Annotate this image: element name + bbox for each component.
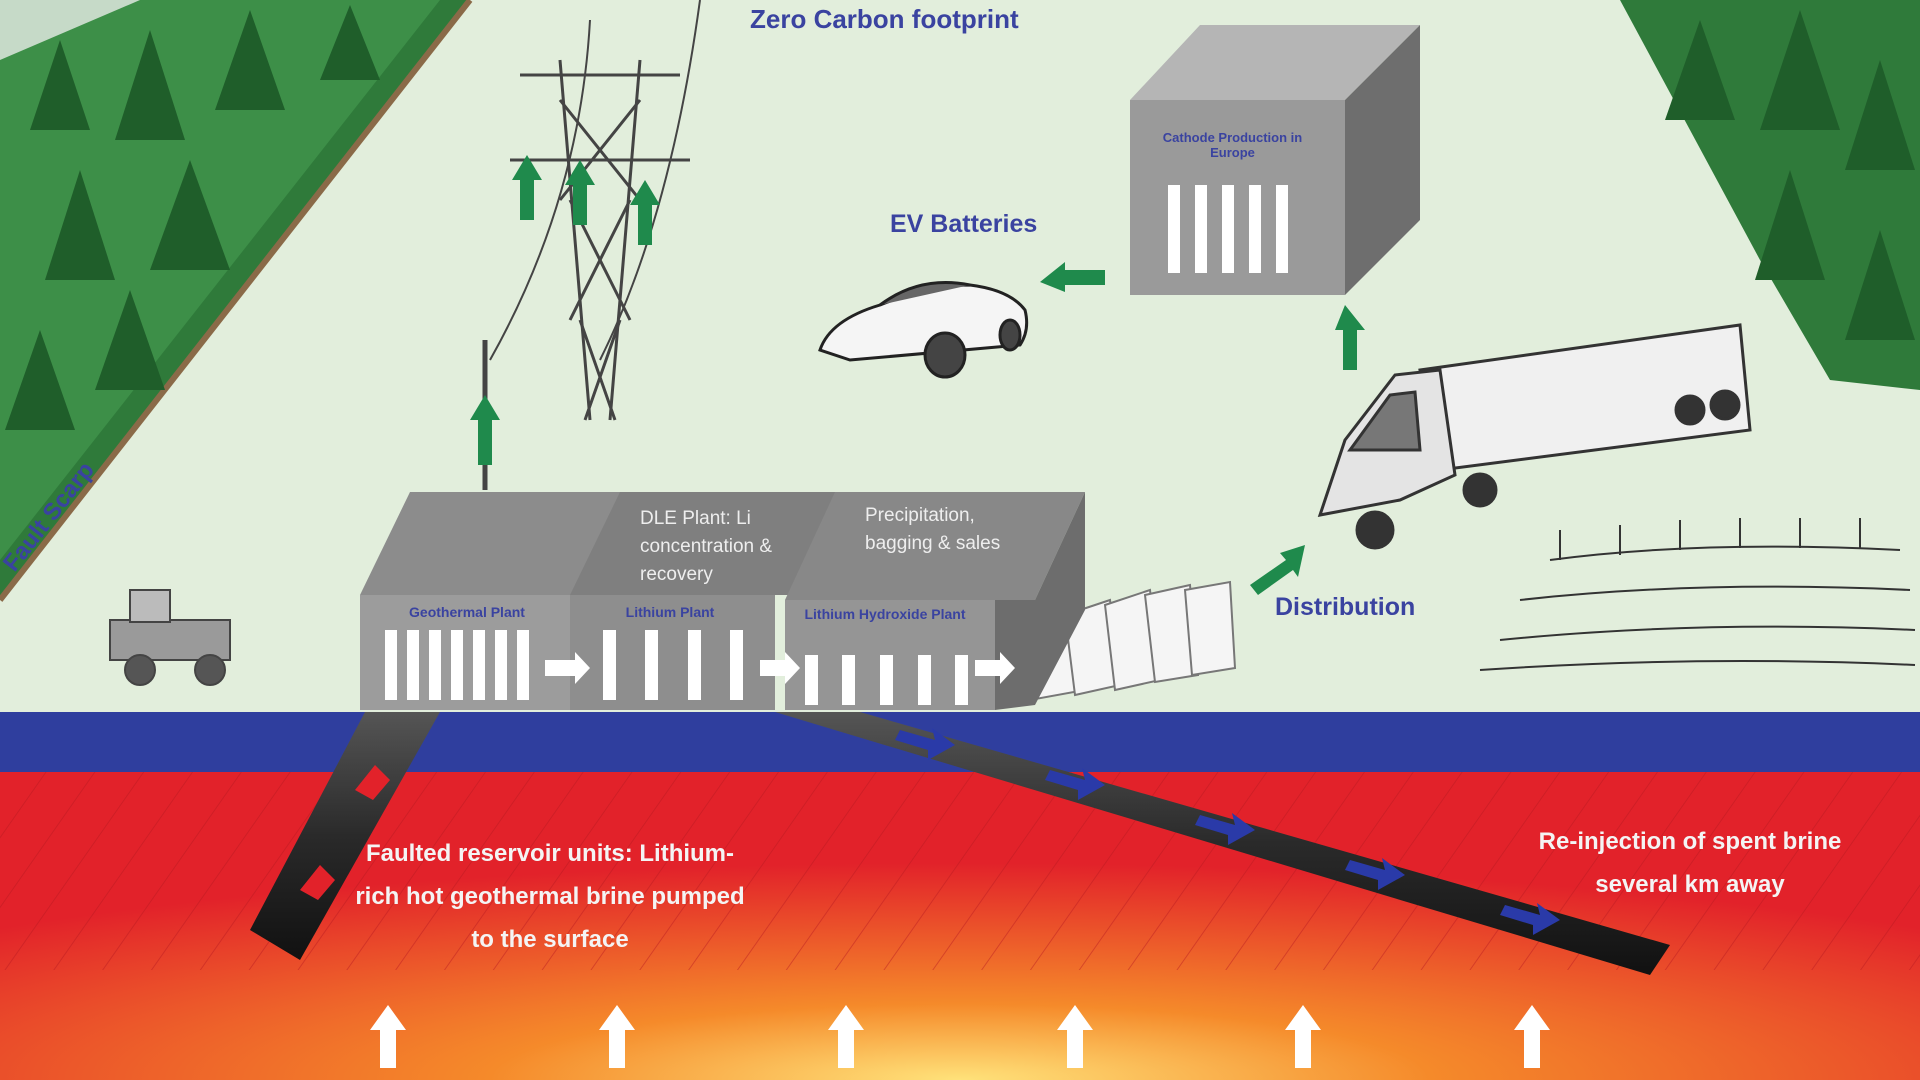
- dle-plant-label: DLE Plant: Li concentration & recovery: [640, 508, 773, 585]
- tree-icon: [95, 290, 165, 390]
- tree-icon: [215, 10, 285, 110]
- geothermal-plant-label: Geothermal Plant: [409, 604, 525, 620]
- pylon-icon: [482, 0, 701, 490]
- tree-icon: [1665, 20, 1735, 120]
- plant-complex: [360, 492, 1085, 710]
- tree-icon: [5, 330, 75, 430]
- lithium-plant-label: Lithium Plant: [625, 604, 715, 620]
- tree-icon: [150, 160, 230, 270]
- zero-carbon-label: Zero Carbon footprint: [750, 4, 1019, 34]
- tree-icon: [320, 5, 380, 80]
- cathode-factory-icon: [1130, 25, 1420, 295]
- cathode-label: Cathode Production in Europe: [1162, 130, 1303, 160]
- heat-arrow-icon: [370, 1005, 1550, 1068]
- tree-icon: [1845, 230, 1915, 340]
- lithium-hydroxide-plant-label: Lithium Hydroxide Plant: [804, 606, 966, 622]
- flow-arrow-icon: [300, 765, 390, 900]
- car-icon: [818, 281, 1029, 379]
- tree-icon: [45, 170, 115, 280]
- tree-icon: [30, 40, 90, 130]
- production-well-pipe: [250, 712, 440, 960]
- flow-arrow-icon: [895, 728, 1560, 935]
- tree-icon: [1760, 10, 1840, 130]
- precipitation-label: Precipitation, bagging & sales: [865, 505, 1001, 554]
- tree-icon: [1755, 170, 1825, 280]
- right-forest: [1620, 0, 1920, 390]
- flow-arrow-icon: [470, 155, 1365, 595]
- ev-batteries-label: EV Batteries: [890, 210, 1038, 238]
- truck-icon: [1317, 323, 1752, 550]
- reservoir-label: Faulted reservoir units: Lithium-rich ho…: [355, 840, 745, 953]
- reinjection-label: Re-injection of spent brine several km a…: [1538, 828, 1842, 898]
- tree-icon: [115, 30, 185, 140]
- tree-icon: [1845, 60, 1915, 170]
- tractor-icon: [109, 589, 231, 686]
- reinjection-well-pipe: [775, 712, 1670, 975]
- distribution-label: Distribution: [1275, 593, 1416, 621]
- vineyard-icon: [1479, 518, 1916, 671]
- left-forest: [0, 0, 473, 602]
